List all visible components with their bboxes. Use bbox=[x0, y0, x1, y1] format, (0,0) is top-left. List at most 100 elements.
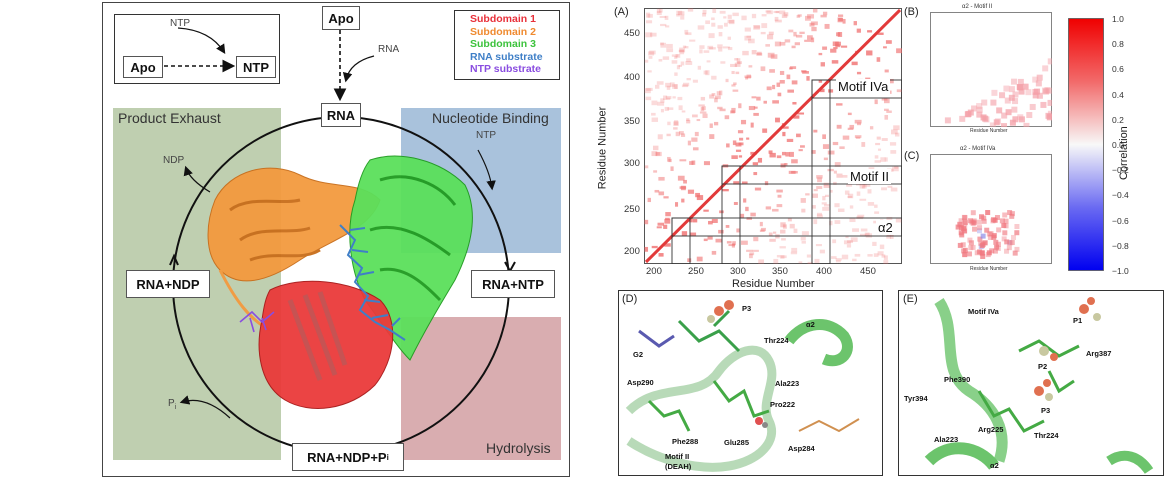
heatmap-cell bbox=[881, 98, 888, 101]
heatmap-cell bbox=[735, 149, 742, 152]
heatmap-cell bbox=[731, 243, 735, 248]
heatmap-cell bbox=[806, 76, 810, 81]
x-tick-label: 200 bbox=[646, 266, 662, 277]
heatmap-cell bbox=[833, 46, 838, 50]
y-tick-label: 400 bbox=[624, 72, 640, 83]
heatmap-cell bbox=[829, 189, 833, 193]
heatmap-cell bbox=[819, 249, 825, 254]
heatmap-cell bbox=[812, 8, 818, 13]
heatmap-cell bbox=[847, 240, 853, 244]
heatmap-cell bbox=[719, 10, 726, 14]
heatmap-cell bbox=[763, 100, 767, 104]
heatmap-cell bbox=[846, 183, 853, 187]
heatmap-cell bbox=[706, 60, 711, 63]
heatmap-cell bbox=[854, 135, 862, 138]
inset-b-cell bbox=[959, 115, 966, 122]
heatmap-cell bbox=[860, 228, 868, 232]
heatmap-cell bbox=[816, 186, 823, 190]
heatmap-cell bbox=[721, 189, 729, 192]
heatmap-cell bbox=[813, 219, 818, 225]
heatmap-cell bbox=[796, 133, 801, 138]
inset-b-cell bbox=[1025, 89, 1032, 96]
inset-c-cell bbox=[1009, 211, 1015, 217]
inset-c-cell bbox=[979, 243, 985, 249]
heatmap-cell bbox=[874, 160, 881, 163]
label-e-phe390: Phe390 bbox=[944, 375, 971, 384]
inset-b-cell bbox=[1042, 87, 1049, 94]
heatmap-cell bbox=[820, 62, 825, 67]
heatmap-cell bbox=[675, 54, 681, 58]
subdomain-legend-box bbox=[454, 10, 560, 80]
colorbar-tick-label: −0.6 bbox=[1112, 215, 1129, 226]
heatmap-cell bbox=[656, 8, 661, 13]
inset-c-cell bbox=[960, 242, 966, 248]
label-e-p3: P3 bbox=[1041, 406, 1051, 415]
heatmap-cell bbox=[807, 261, 813, 264]
heatmap-cell bbox=[768, 31, 774, 36]
colorbar-tick-label: 0.2 bbox=[1112, 114, 1124, 125]
heatmap-cell bbox=[730, 110, 735, 114]
heatmap-cell bbox=[655, 151, 662, 157]
label-e-ala223: Ala223 bbox=[934, 435, 959, 444]
pi-release-curve bbox=[179, 395, 231, 419]
inset-c-cell bbox=[957, 221, 963, 227]
inset-b-cell bbox=[1047, 58, 1052, 65]
heatmap-cell bbox=[829, 220, 833, 226]
heatmap-cell bbox=[872, 241, 877, 246]
inset-c-cell bbox=[1007, 210, 1013, 216]
inset-b-cell bbox=[1009, 119, 1016, 126]
heatmap-cell bbox=[772, 100, 779, 104]
heatmap-cell bbox=[687, 8, 694, 12]
heatmap-cell bbox=[659, 8, 663, 13]
heatmap-cell bbox=[779, 41, 786, 46]
heatmap-cell bbox=[746, 217, 752, 220]
heatmap-cell bbox=[686, 118, 690, 121]
heatmap-cell bbox=[876, 57, 881, 62]
heatmap-cell bbox=[702, 9, 707, 15]
heatmap-cell bbox=[852, 258, 857, 262]
heatmap-cell bbox=[800, 198, 806, 203]
heatmap-cell bbox=[788, 29, 794, 33]
inset-b-cell bbox=[1047, 99, 1052, 106]
heatmap-cell bbox=[810, 37, 815, 43]
heatmap-cell bbox=[798, 149, 803, 152]
alpha2-annotation: α2 bbox=[876, 220, 895, 235]
heatmap-cell bbox=[676, 65, 681, 70]
heatmap-cell bbox=[821, 202, 827, 205]
inset-b-cell bbox=[981, 99, 988, 106]
inset-c-cell bbox=[976, 228, 982, 234]
heatmap-cell bbox=[718, 47, 723, 52]
heatmap-cell bbox=[736, 58, 741, 64]
heatmap-cell bbox=[737, 130, 744, 134]
heatmap-cell bbox=[720, 61, 726, 64]
heatmap-cell bbox=[824, 194, 829, 198]
heatmap-cell bbox=[727, 14, 732, 19]
state-apo-box: Apo bbox=[322, 6, 360, 30]
heatmap-cell bbox=[786, 138, 794, 143]
heatmap-cell bbox=[722, 46, 730, 49]
legend-item: Subdomain 1 bbox=[470, 13, 536, 25]
heatmap-cell bbox=[644, 219, 649, 225]
heatmap-cell bbox=[811, 193, 818, 198]
inset-c-cell bbox=[962, 220, 968, 226]
heatmap-cell bbox=[667, 156, 671, 162]
heatmap-cell bbox=[799, 31, 805, 34]
heatmap-cell bbox=[793, 228, 798, 233]
heatmap-cell bbox=[727, 47, 733, 51]
heatmap-cell bbox=[759, 229, 765, 232]
heatmap-ylabel: Residue Number bbox=[596, 106, 609, 190]
heatmap-cell bbox=[837, 208, 845, 212]
heatmap-cell bbox=[698, 104, 705, 107]
heatmap-cell bbox=[884, 157, 888, 162]
inset-b-heatmap bbox=[930, 12, 1052, 127]
heatmap-cell bbox=[850, 237, 858, 242]
label-e-arg225: Arg225 bbox=[978, 425, 1004, 434]
heatmap-cell bbox=[775, 117, 780, 123]
heatmap-cell bbox=[731, 70, 735, 75]
legend-item: RNA substrate bbox=[470, 50, 543, 63]
inset-c-cell bbox=[1003, 218, 1009, 224]
inset-c-cell bbox=[993, 239, 999, 245]
heatmap-cell bbox=[644, 88, 651, 94]
heatmap-cell bbox=[733, 181, 740, 185]
inset-c-cell bbox=[1012, 250, 1018, 256]
